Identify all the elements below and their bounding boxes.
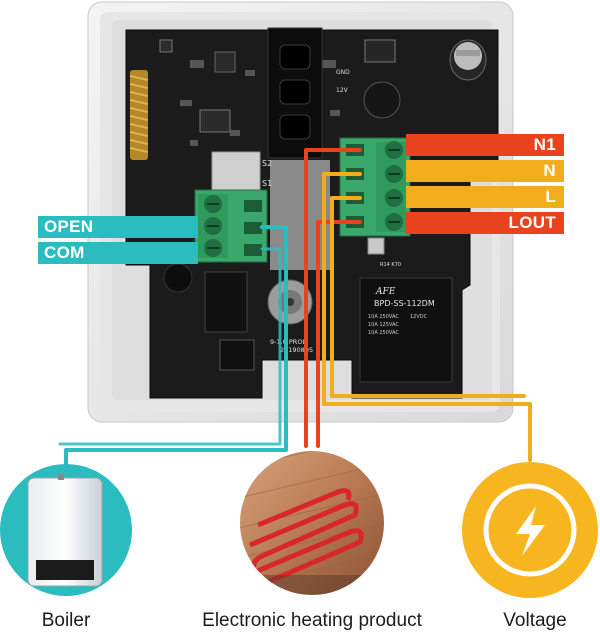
terminal-label-n: N (543, 161, 556, 180)
silk-s2: S2 (262, 159, 272, 168)
terminal-label-com: COM (44, 243, 85, 262)
com-strip (38, 242, 198, 264)
l-strip (406, 186, 564, 208)
caption-voltage: Voltage (503, 610, 567, 631)
relay-spec-4: 10A 250VAC (368, 330, 399, 336)
label-strips (38, 134, 564, 264)
silk-12v: 12V (336, 87, 349, 94)
smd-components (159, 39, 340, 146)
silk-r14: R14 K70 (380, 262, 401, 268)
power-relay: AFE BPD-SS-112DM 10A 250VAC 10A 125VAC 1… (359, 277, 453, 383)
inductor (363, 81, 401, 119)
relay-brand: AFE (375, 287, 396, 297)
terminal-block-left (194, 189, 268, 263)
ic-chip (219, 339, 255, 371)
wire-com (58, 247, 282, 446)
wires (58, 148, 532, 482)
wire-n (322, 172, 532, 462)
relay-spec-3: 12VDC (410, 314, 428, 320)
silk-gnd: GND (336, 69, 350, 76)
relay-model: BPD-SS-112DM (374, 299, 435, 308)
wire-n1 (304, 148, 362, 448)
header-block (211, 151, 261, 193)
boiler-device (0, 464, 132, 596)
silk-code: 20190805 (280, 346, 313, 354)
wire-lout (316, 220, 362, 448)
wire-l (330, 196, 526, 398)
electrolytic-capacitor (449, 39, 487, 81)
relay-spec-2: 10A 125VAC (368, 322, 399, 328)
open-strip (38, 216, 198, 238)
terminal-label-lout: LOUT (508, 213, 556, 232)
terminal-label-l: L (545, 187, 556, 206)
lout-strip (406, 212, 564, 234)
terminal-label-open: OPEN (44, 217, 94, 236)
heating-cable-icon (249, 501, 364, 585)
wire-open (64, 225, 288, 482)
terminal-label-n1: N1 (533, 135, 556, 154)
terminal-block-right (339, 137, 411, 255)
caption-heating: Electronic heating product (202, 610, 422, 631)
connector-socket (267, 27, 323, 159)
antenna-spring (129, 70, 149, 160)
silk-prod: 9-1.0 PROD (270, 338, 307, 346)
n1-strip (406, 134, 564, 156)
voltage-device (462, 462, 598, 598)
lightning-bolt-icon (516, 506, 545, 556)
relay-spec-1: 10A 250VAC (368, 314, 399, 320)
n-strip (406, 160, 564, 182)
caption-boiler: Boiler (41, 610, 91, 631)
silk-s1: S1 (262, 179, 272, 188)
heating-device (240, 451, 384, 595)
signal-relay (204, 271, 248, 333)
